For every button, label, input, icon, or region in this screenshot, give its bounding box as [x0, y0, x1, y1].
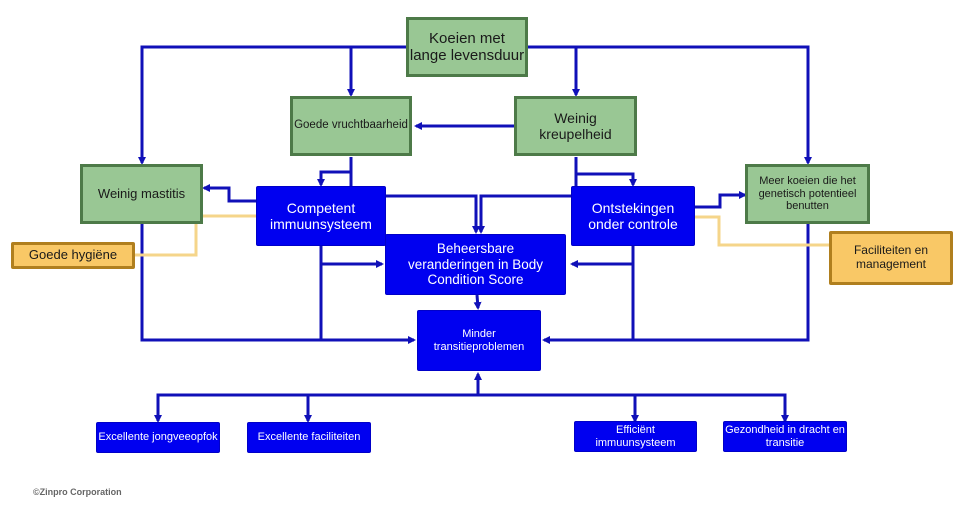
line-immune-bcs [386, 194, 480, 234]
line-mastitis-transition [140, 222, 416, 344]
node-mastitis: Weinig mastitis [80, 164, 203, 224]
node-inflammation: Ontstekingen onder controle [571, 186, 695, 246]
node-transition: Minder transitieproblemen [417, 310, 541, 371]
line-fertility-immune [317, 157, 353, 187]
line-inflammation-bcs-side [570, 246, 635, 268]
line-inflammation-bcs [477, 194, 571, 234]
node-bcs: Beheersbare veranderingen in Body Condit… [385, 234, 566, 295]
node-facilities-management: Faciliteiten en management [829, 231, 953, 285]
node-fertility: Goede vruchtbaarheid [290, 96, 412, 156]
node-efficient-immune: Efficiënt immuunsysteem [574, 421, 697, 452]
node-health: Gezondheid in dracht en transitie [723, 421, 847, 452]
line-lameness-inflammation [574, 157, 637, 187]
line-bottom-bus [156, 393, 787, 420]
node-long-life: Koeien met lange levensduur [406, 17, 528, 77]
node-hygiene: Goede hygiëne [11, 242, 135, 269]
line-bcs-transition [473, 294, 482, 310]
line-facilities-inflammation [695, 215, 830, 247]
line-immune-bcs-side [319, 246, 384, 268]
line-longlife-right [528, 45, 812, 165]
node-immune: Competent immuunsysteem [256, 186, 386, 246]
node-facilities: Excellente faciliteiten [247, 422, 371, 453]
line-inflammation-genetic [695, 191, 747, 209]
node-genetic: Meer koeien die het genetisch potentieel… [745, 164, 870, 224]
line-longlife-left [138, 45, 406, 165]
line-genetic-transition [542, 222, 810, 344]
copyright: ©Zinpro Corporation [33, 487, 122, 497]
line-hygiene-immune [135, 214, 257, 257]
node-lameness: Weinig kreupelheid [514, 96, 637, 156]
line-immune-mastitis [202, 184, 257, 203]
node-youngstock: Excellente jongveeopfok [96, 422, 220, 453]
